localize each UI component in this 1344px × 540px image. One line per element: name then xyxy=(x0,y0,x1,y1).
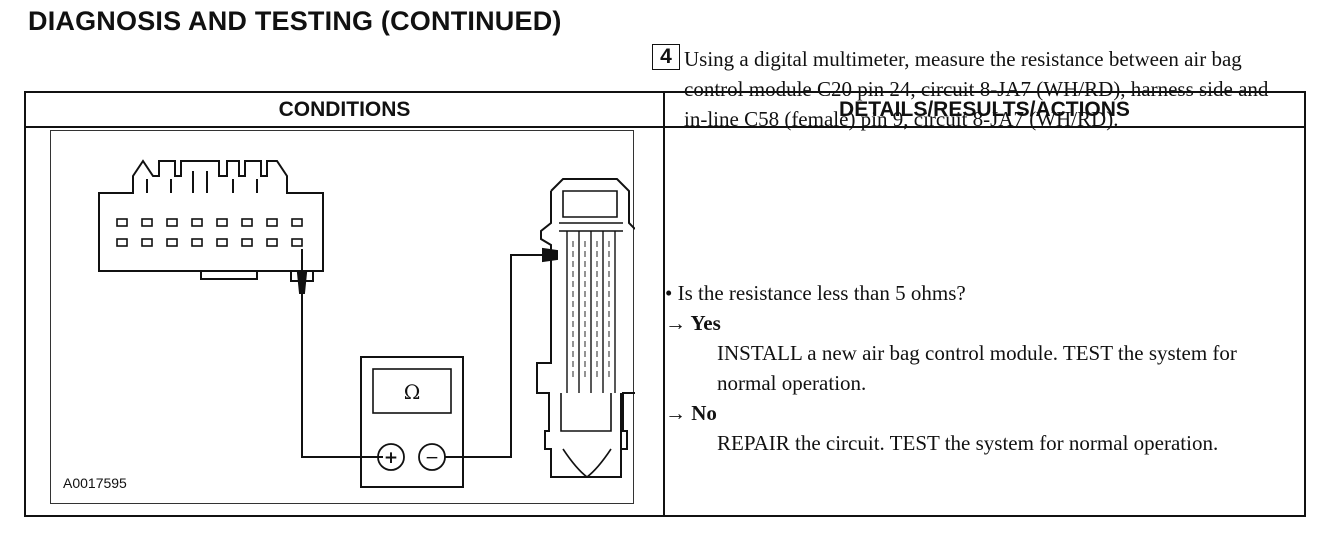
conditions-figure: Ω + − A0017595 xyxy=(50,130,635,504)
figure-id: A0017595 xyxy=(63,475,127,491)
digital-multimeter xyxy=(360,356,464,488)
header-divider xyxy=(26,126,1304,128)
probe-c20 xyxy=(296,249,383,458)
module-connector-c20 xyxy=(98,159,324,282)
inline-connector-c58 xyxy=(536,178,635,478)
answer-no-action: REPAIR the circuit. TEST the system for … xyxy=(717,431,1219,455)
step-number-badge: 4 xyxy=(652,44,680,70)
test-question: • Is the resistance less than 5 ohms? xyxy=(665,281,966,305)
conditions-header: CONDITIONS xyxy=(278,98,411,121)
wiring-diagram: Ω + − xyxy=(98,159,635,488)
probe-c58 xyxy=(445,247,558,458)
answer-yes-action: INSTALL a new air bag control module. TE… xyxy=(717,341,1237,395)
negative-terminal-icon: − xyxy=(425,448,439,468)
step-instruction: Using a digital multimeter, measure the … xyxy=(684,47,1269,131)
answer-yes-label: → Yes xyxy=(665,311,721,335)
column-divider xyxy=(663,93,665,515)
page-title: DIAGNOSIS AND TESTING (CONTINUED) xyxy=(28,6,562,36)
positive-terminal-icon: + xyxy=(384,448,398,468)
diagnosis-table: CONDITIONS DETAILS/RESULTS/ACTIONS xyxy=(24,91,1306,517)
ohm-icon: Ω xyxy=(404,380,421,404)
details-header: DETAILS/RESULTS/ACTIONS xyxy=(839,98,1130,121)
answer-no-label: → No xyxy=(665,401,717,425)
